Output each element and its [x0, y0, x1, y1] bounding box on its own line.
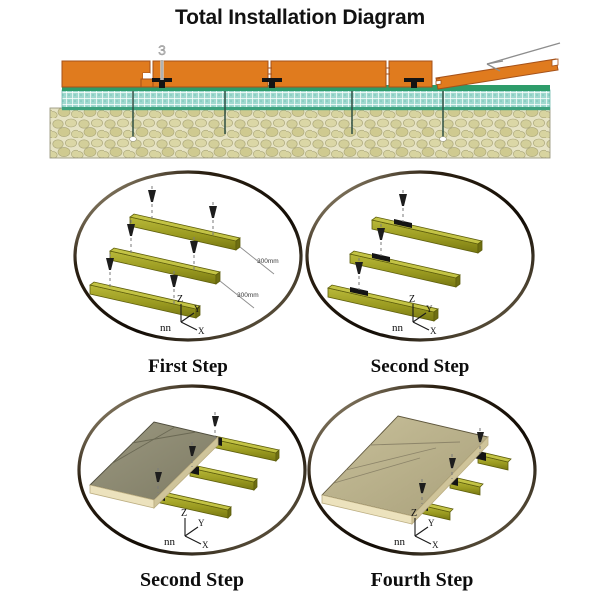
screw [377, 224, 385, 256]
axis-origin-label: nn [392, 322, 404, 334]
screw [189, 442, 196, 467]
step-panel-fourth: Z Y X nn Fourth Step [302, 382, 542, 592]
tilted-plank [435, 58, 559, 90]
joist-group [155, 435, 280, 519]
joist [89, 281, 201, 319]
axis-indicator: Z Y X nn [164, 508, 209, 550]
axis-label-y: Y [426, 304, 433, 314]
axis-label-z: Z [409, 294, 415, 305]
step-figure-third: Z Y X nn [72, 382, 312, 564]
axis-label-y: Y [194, 304, 201, 314]
deck-board-group [89, 421, 219, 509]
step-panel-third: Z Y X nn Second Step [72, 382, 312, 592]
joist [109, 247, 221, 285]
axis-label-x: X [198, 326, 205, 336]
axis-label-z: Z [411, 508, 417, 519]
axis-label-z: Z [181, 508, 187, 519]
subfloor-screws [132, 90, 444, 138]
step-caption-first: First Step [148, 356, 228, 377]
clip-group [350, 219, 412, 296]
step-caption-second: Second Step [370, 356, 470, 377]
screw [148, 186, 156, 220]
screw [127, 220, 135, 255]
callout-3-label: 3 [158, 42, 166, 58]
screw [209, 202, 217, 238]
screw [355, 258, 363, 290]
step-figure-fourth: Z Y X nn [302, 382, 542, 564]
screw [449, 454, 456, 479]
axis-label-y: Y [428, 518, 435, 528]
screw [155, 468, 162, 493]
batten-strip [62, 85, 550, 91]
axis-label-x: X [202, 540, 209, 550]
dimension-group: 300mm 300mm [219, 246, 279, 309]
step-caption-third: Second Step [140, 569, 244, 591]
axis-label-y: Y [198, 518, 205, 528]
step-figure-second: Z Y X nn [300, 168, 540, 350]
axis-label-x: X [432, 540, 439, 550]
screw [399, 190, 407, 222]
axis-origin-label: nn [394, 536, 406, 548]
subfloor-screw-heads [129, 136, 447, 142]
install-direction-arrow [486, 42, 561, 72]
axis-indicator: Z Y X nn [160, 294, 205, 336]
screw [477, 428, 484, 454]
axis-indicator: Z Y X nn [394, 508, 439, 550]
axis-origin-label: nn [160, 322, 172, 334]
step-caption-fourth: Fourth Step [370, 569, 474, 591]
clip [372, 253, 390, 262]
clip-fasteners [152, 78, 424, 88]
axis-label-z: Z [177, 294, 183, 305]
screw [170, 271, 178, 306]
step-figure-first: 300mm 300mm Z Y X nn [68, 168, 308, 350]
joist [155, 490, 232, 519]
axis-indicator: Z Y X nn [392, 294, 437, 336]
subfloor-layer [49, 107, 551, 159]
step-panel-second: Z Y X nn Second Step [300, 168, 540, 378]
deck-board-group [321, 415, 489, 525]
screw-group [106, 186, 217, 306]
callout-3: 3 [158, 42, 166, 80]
clip [394, 219, 412, 228]
screw [212, 412, 219, 438]
page-title: Total Installation Diagram [175, 6, 425, 29]
step-panel-first: 300mm 300mm Z Y X nn First Step [68, 168, 308, 378]
screw-group [419, 428, 484, 504]
screw [190, 237, 198, 272]
screw-group [155, 412, 219, 493]
screw-group [355, 190, 407, 290]
axis-label-x: X [430, 326, 437, 336]
joist-group [89, 213, 241, 319]
screw [419, 479, 426, 504]
underlayment-layer [61, 89, 551, 111]
screw [106, 254, 114, 289]
axis-origin-label: nn [164, 536, 176, 548]
clip [350, 287, 368, 296]
dimension-label-upper: 300mm [257, 258, 279, 265]
dimension-label-lower: 300mm [237, 292, 259, 299]
plank-row [61, 60, 433, 88]
cross-section-diagram: 3 [0, 38, 600, 163]
